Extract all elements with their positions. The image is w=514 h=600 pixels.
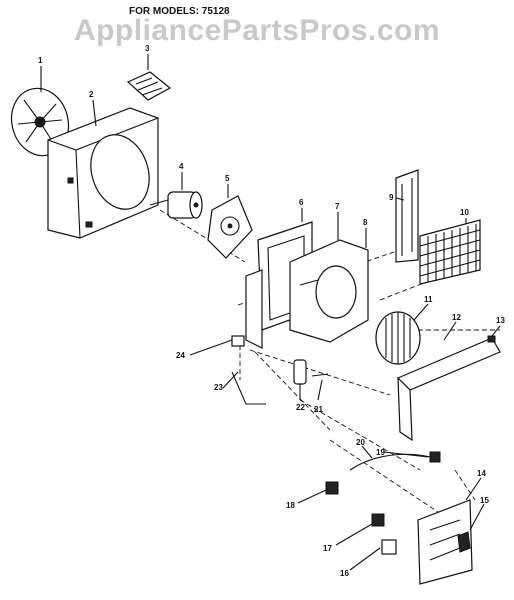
callout-4: 4 xyxy=(179,162,184,171)
support-panel-part xyxy=(395,169,419,263)
bracket-plate-part xyxy=(396,335,501,442)
callout-12: 12 xyxy=(452,313,461,322)
switch-parts xyxy=(325,481,397,555)
fan-shroud-part xyxy=(47,107,159,239)
site-watermark: AppliancePartsPros.com xyxy=(73,14,441,47)
filter-grille-part xyxy=(419,219,481,285)
callout-10: 10 xyxy=(460,208,469,217)
callout-23: 23 xyxy=(214,383,223,392)
callout-11: 11 xyxy=(424,295,433,304)
callout-7: 7 xyxy=(335,202,340,211)
wire-harness-part xyxy=(349,451,441,471)
wire-leads-part xyxy=(231,335,266,405)
callout-5: 5 xyxy=(225,174,230,183)
callout-16: 16 xyxy=(340,569,349,578)
callout-24: 24 xyxy=(176,351,185,360)
callout-21: 21 xyxy=(314,405,323,414)
blower-scroll-part xyxy=(289,239,369,343)
callout-8: 8 xyxy=(363,218,368,227)
callout-9: 9 xyxy=(389,193,394,202)
fan-motor-part xyxy=(149,191,203,219)
callout-1: 1 xyxy=(38,56,43,65)
models-title: FOR MODELS: 75128 xyxy=(129,6,230,17)
bracket-part xyxy=(126,71,172,101)
control-bracket-part xyxy=(417,499,473,585)
callout-20: 20 xyxy=(356,438,365,447)
fastener-part xyxy=(457,531,471,553)
callout-15: 15 xyxy=(480,496,489,505)
callout-3: 3 xyxy=(145,44,150,53)
callout-18: 18 xyxy=(286,501,295,510)
callout-leaders xyxy=(40,54,501,571)
blower-wheel-part xyxy=(375,311,421,365)
capacitor-part xyxy=(293,359,329,385)
callout-22: 22 xyxy=(296,403,305,412)
callout-17: 17 xyxy=(323,544,332,553)
callout-14: 14 xyxy=(477,469,486,478)
callout-2: 2 xyxy=(89,90,94,99)
motor-mount-part xyxy=(207,195,253,259)
callout-6: 6 xyxy=(299,198,304,207)
callout-19: 19 xyxy=(376,448,385,457)
callout-13: 13 xyxy=(496,316,505,325)
